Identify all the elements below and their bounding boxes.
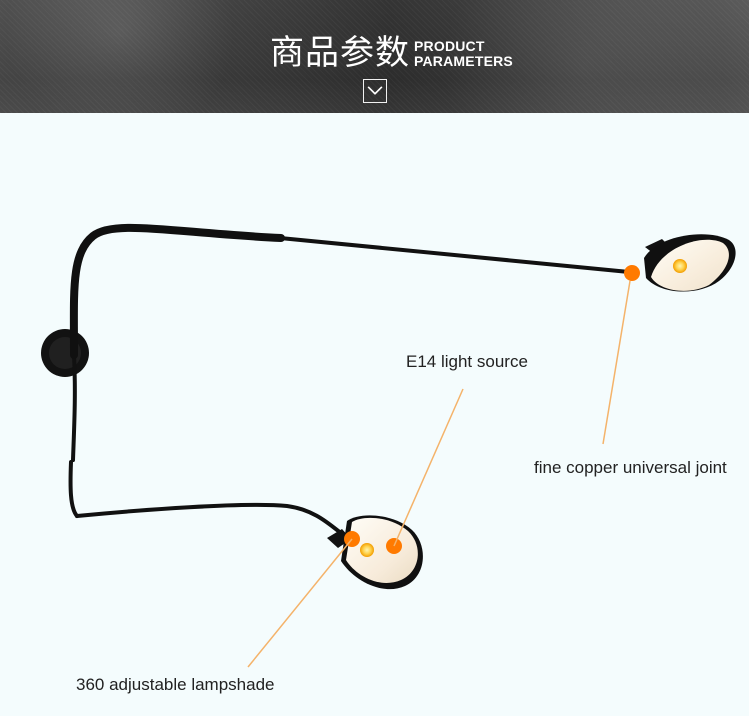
- upper-arm-rod: [278, 236, 631, 274]
- light-source-callout-line: [393, 388, 464, 547]
- label-e14-light-source: E14 light source: [406, 352, 528, 371]
- page-title-english-line-2: PARAMETERS: [414, 53, 513, 69]
- lower-lamp: [247, 388, 464, 668]
- lamp-diagram: [41, 223, 736, 668]
- upper-stem: [71, 353, 77, 462]
- upper-lamp: [602, 234, 736, 445]
- lower-bulb: [360, 543, 374, 557]
- header-banner: 商品参数 PRODUCT PARAMETERS: [0, 0, 749, 113]
- lamp-body: [41, 223, 631, 539]
- lampshade-callout-line: [247, 538, 353, 668]
- product-diagram-area: [0, 113, 749, 716]
- lower-lamp-cap: [327, 529, 351, 548]
- page-title-chinese: 商品参数: [270, 33, 410, 73]
- upper-bulb: [673, 259, 687, 273]
- page-title-english: PRODUCT PARAMETERS: [414, 39, 513, 69]
- label-360-adjustable-lampshade: 360 adjustable lampshade: [76, 675, 275, 694]
- page-title: 商品参数 PRODUCT PARAMETERS: [270, 35, 513, 71]
- lower-arm-rod: [75, 502, 348, 539]
- upper-arm-thick: [69, 223, 285, 359]
- upper-lampshade-inner: [651, 239, 729, 291]
- copper-joint-marker: [624, 265, 640, 281]
- chevron-down-icon: [363, 79, 387, 103]
- copper-callout-line: [602, 280, 631, 445]
- label-fine-copper-universal-joint: fine copper universal joint: [534, 458, 727, 477]
- page-title-english-line-1: PRODUCT: [414, 38, 485, 54]
- lower-stem: [68, 460, 79, 518]
